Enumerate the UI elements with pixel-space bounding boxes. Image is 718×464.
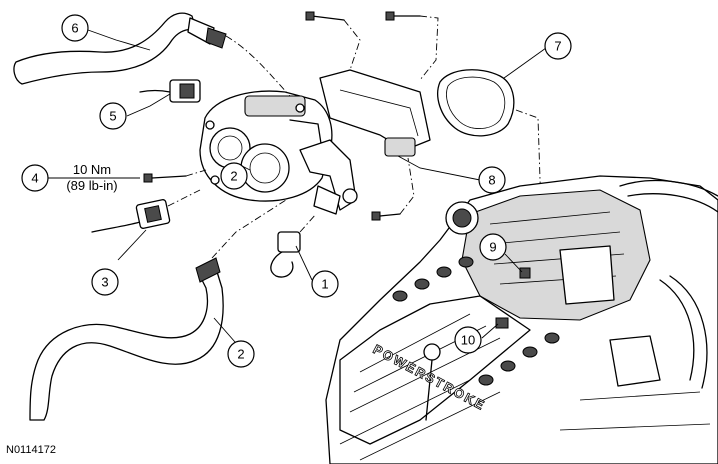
torque-spec-imperial: (89 lb-in): [66, 178, 118, 193]
hose-lower: [29, 199, 287, 421]
figure-id: N0114172: [6, 444, 56, 456]
callout-2-label: 2: [237, 347, 244, 362]
callout-5: 5: [99, 102, 127, 130]
alignment-line-hose: [225, 35, 291, 97]
callout-8: 8: [478, 166, 506, 194]
hose-upper: [13, 12, 227, 85]
gasket: [437, 69, 515, 137]
callout-3: 3: [91, 268, 119, 296]
callout-4: 4: [21, 164, 49, 192]
callout-10: 10: [454, 326, 482, 354]
callout-7-label: 7: [554, 39, 561, 54]
callout-7: 7: [544, 32, 572, 60]
sensor-connector: [270, 213, 317, 278]
coolant-tube-fitting: [299, 139, 358, 215]
leader-lines: [48, 29, 547, 351]
callout-1-label: 1: [321, 277, 328, 292]
bolt-torque: [143, 169, 207, 183]
callout-5-label: 5: [109, 109, 116, 124]
callout-6: 6: [61, 14, 89, 42]
engine-assembly: [325, 175, 718, 464]
callout-8-label: 8: [488, 173, 495, 188]
callout-1: 1: [311, 270, 339, 298]
callout-3-label: 3: [101, 275, 108, 290]
callout-2-upper: 2: [220, 162, 248, 190]
callout-4-label: 4: [31, 171, 38, 186]
callout-9-label: 9: [489, 240, 496, 255]
callout-9: 9: [479, 233, 507, 261]
torque-spec-metric: 10 Nm: [72, 162, 112, 177]
bolt-lower-mid: [371, 157, 415, 221]
electrical-connector-lower: [91, 189, 201, 233]
callout-10-label: 10: [461, 333, 475, 348]
bolts-top: [305, 11, 439, 81]
torque-spec: 10 Nm (89 lb-in): [52, 162, 132, 194]
electrical-connector-upper: [139, 79, 201, 103]
intake-adapter: [319, 69, 431, 157]
callout-2-upper-label: 2: [230, 169, 237, 184]
callout-2: 2: [227, 340, 255, 368]
callout-6-label: 6: [71, 21, 78, 36]
injector-row: [392, 256, 560, 386]
